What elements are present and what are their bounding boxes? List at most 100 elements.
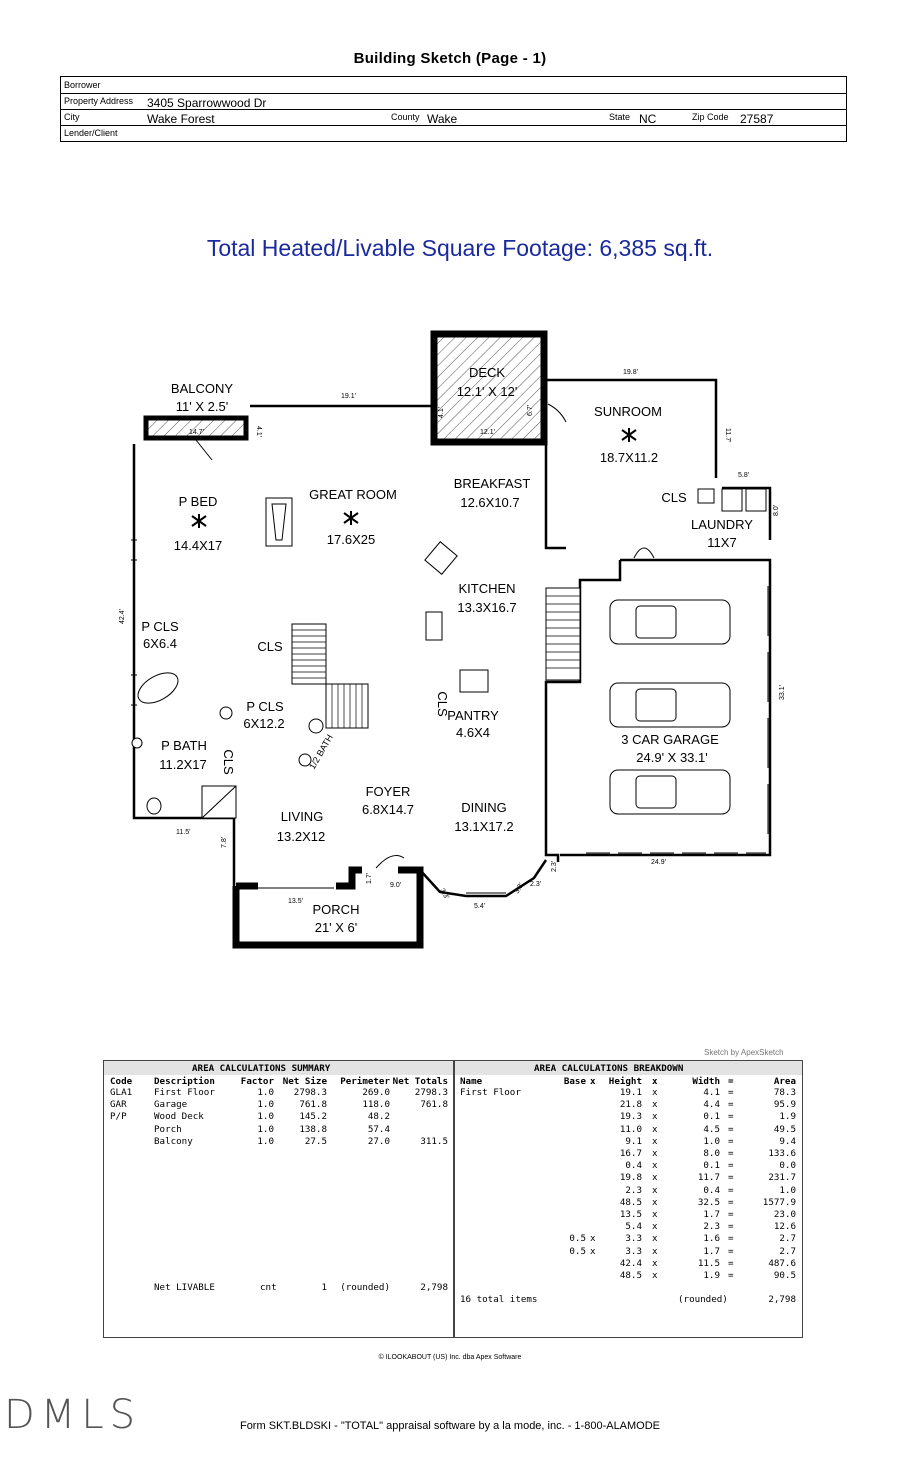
dim-label: 4.1' xyxy=(438,407,445,418)
breakdown-area-cell: 2.7 xyxy=(779,1245,796,1257)
state-label: State xyxy=(609,112,631,122)
sunroom-label: SUNROOM xyxy=(594,404,662,419)
fireplace-icon xyxy=(265,497,293,547)
breakdown-width-cell: 32.5 xyxy=(697,1196,720,1208)
summary-netsize-cell: 761.8 xyxy=(299,1099,327,1111)
breakdown-x-cell: x xyxy=(652,1233,658,1245)
breakdown-area-cell: 1.0 xyxy=(779,1184,796,1196)
breakdown-height-cell: 16.7 xyxy=(619,1148,642,1159)
dim-label: 2.3' xyxy=(551,861,558,872)
breakdown-x-cell: x xyxy=(652,1221,658,1233)
breakdown-height-cell: 48.5 xyxy=(619,1196,642,1208)
floor-plan-sketch: BALCONY 11' X 2.5' DECK 12.1' X 12' SUNR… xyxy=(119,330,786,949)
breakdown-width-cell: 0.4 xyxy=(703,1184,720,1196)
sink-icon xyxy=(298,753,312,767)
breakdown-width-cell: 1.0 xyxy=(703,1135,720,1147)
breakdown-area-cell: 49.5 xyxy=(773,1123,796,1135)
summary-description-cell: Balcony xyxy=(154,1135,193,1147)
summary-code-cell: P/P xyxy=(110,1111,127,1123)
summary-code-cell: GAR xyxy=(110,1099,127,1111)
foyer-label: FOYER xyxy=(366,784,411,799)
toilet-icon xyxy=(308,718,324,734)
state-value: NC xyxy=(639,112,657,126)
breakdown-width-cell: 11.5 xyxy=(697,1257,720,1269)
lender-row: Lender/Client xyxy=(61,125,846,141)
breakdown-eq-cell: = xyxy=(728,1196,734,1208)
breakdown-footer-rounded: (rounded) xyxy=(678,1294,728,1305)
breakdown-first-name: First Floor xyxy=(460,1087,521,1098)
copyright-line: © ILOOKABOUT (US) Inc. dba Apex Software xyxy=(378,1354,522,1361)
breakdown-area-cell: 12.6 xyxy=(773,1221,796,1233)
breakdown-x-cell: x xyxy=(652,1172,658,1184)
summary-factor-cell: 1.0 xyxy=(257,1123,274,1135)
breakdown-area-cell: 78.3 xyxy=(773,1087,796,1098)
dim-label: 1.7' xyxy=(366,873,373,884)
breakdown-width-cell: 11.7 xyxy=(697,1172,720,1184)
summary-factor-cell: 1.0 xyxy=(257,1099,274,1111)
dining-dim: 13.1X17.2 xyxy=(454,819,513,834)
summary-netsize-cell: 145.2 xyxy=(299,1111,327,1123)
balcony xyxy=(143,415,249,441)
breakdown-height-cell: 13.5 xyxy=(619,1209,642,1220)
dim-label: 3.3' xyxy=(514,882,526,895)
summary-description-cell: Wood Deck xyxy=(154,1111,204,1123)
breakdown-area-cell: 487.6 xyxy=(768,1257,796,1269)
summary-header-netsize: Net Size xyxy=(282,1076,327,1087)
summary-header-code: Code xyxy=(110,1076,133,1087)
zip-label: Zip Code xyxy=(692,112,729,122)
deck xyxy=(430,330,548,446)
breakdown-eq-cell: = xyxy=(728,1135,734,1147)
breakdown-area-cell: 90.5 xyxy=(773,1270,796,1281)
dining-label: DINING xyxy=(461,800,507,815)
breakdown-width-cell: 0.1 xyxy=(703,1160,720,1172)
porch-dim: 21' X 6' xyxy=(315,920,358,935)
kitchen-label: KITCHEN xyxy=(458,581,515,596)
breakdown-height-cell: 3.3 xyxy=(625,1233,642,1245)
laundry-label: LAUNDRY xyxy=(691,517,753,532)
breakdown-header-area: Area xyxy=(773,1076,796,1087)
door-swing-icon xyxy=(195,403,655,869)
breakdown-eq-cell: = xyxy=(728,1245,734,1257)
summary-netsize-cell: 138.8 xyxy=(299,1123,327,1135)
dim-label: 33.1' xyxy=(779,685,786,700)
breakdown-eq-cell: = xyxy=(728,1257,734,1269)
breakdown-height-cell: 2.3 xyxy=(625,1184,642,1196)
dim-label: 42.4' xyxy=(119,609,126,624)
breakdown-height-cell: 48.5 xyxy=(619,1270,642,1281)
breakdown-height-cell: 19.1 xyxy=(619,1087,642,1098)
breakdown-base-cell: 0.5 xyxy=(569,1233,586,1245)
balcony-label: BALCONY xyxy=(171,381,233,396)
summary-perimeter-cell: 57.4 xyxy=(367,1123,390,1135)
dim-label: 3.3' xyxy=(438,888,450,901)
breakdown-height-cell: 19.3 xyxy=(619,1111,642,1123)
pcls1-dim: 6X6.4 xyxy=(143,636,177,651)
dim-label: 12.1' xyxy=(480,429,495,436)
page-title: Building Sketch (Page - 1) xyxy=(353,50,547,67)
breakdown-x-cell: x xyxy=(652,1245,658,1257)
breakdown-area-cell: 1577.9 xyxy=(762,1196,796,1208)
breakdown-area-cell: 23.0 xyxy=(773,1209,796,1220)
summary-description-cell: First Floor xyxy=(154,1087,215,1098)
area-calculations-table: AREA CALCULATIONS SUMMARY AREA CALCULATI… xyxy=(103,1060,803,1338)
borrower-row: Borrower xyxy=(61,77,846,94)
breakdown-footer-items: 16 total items xyxy=(460,1294,538,1305)
sink-icon xyxy=(131,737,143,749)
dim-label: 14.7' xyxy=(189,429,204,436)
sink-icon xyxy=(219,706,233,720)
breakdown-x-cell: x xyxy=(652,1160,658,1172)
property-header: Borrower Property Address 3405 Sparrowwo… xyxy=(60,76,847,142)
breakdown-width-cell: 4.1 xyxy=(703,1087,720,1098)
dim-label: 11.5' xyxy=(176,829,190,836)
dryer-icon xyxy=(721,488,743,512)
deck-label: DECK xyxy=(469,365,505,380)
address-label: Property Address xyxy=(64,96,134,106)
stair-cls-label: CLS xyxy=(257,639,283,654)
pantry-dim: 4.6X4 xyxy=(456,725,490,740)
heated-footage-banner: Total Heated/Livable Square Footage: 6,3… xyxy=(206,235,714,261)
summary-footer-count: 1 xyxy=(321,1282,327,1293)
breakdown-eq-cell: = xyxy=(728,1270,734,1281)
pantry-cls-label: CLS xyxy=(435,691,450,717)
laundry-cls-label: CLS xyxy=(661,490,687,505)
breakdown-height-cell: 3.3 xyxy=(625,1245,642,1257)
dim-label: 5.8' xyxy=(738,472,749,479)
